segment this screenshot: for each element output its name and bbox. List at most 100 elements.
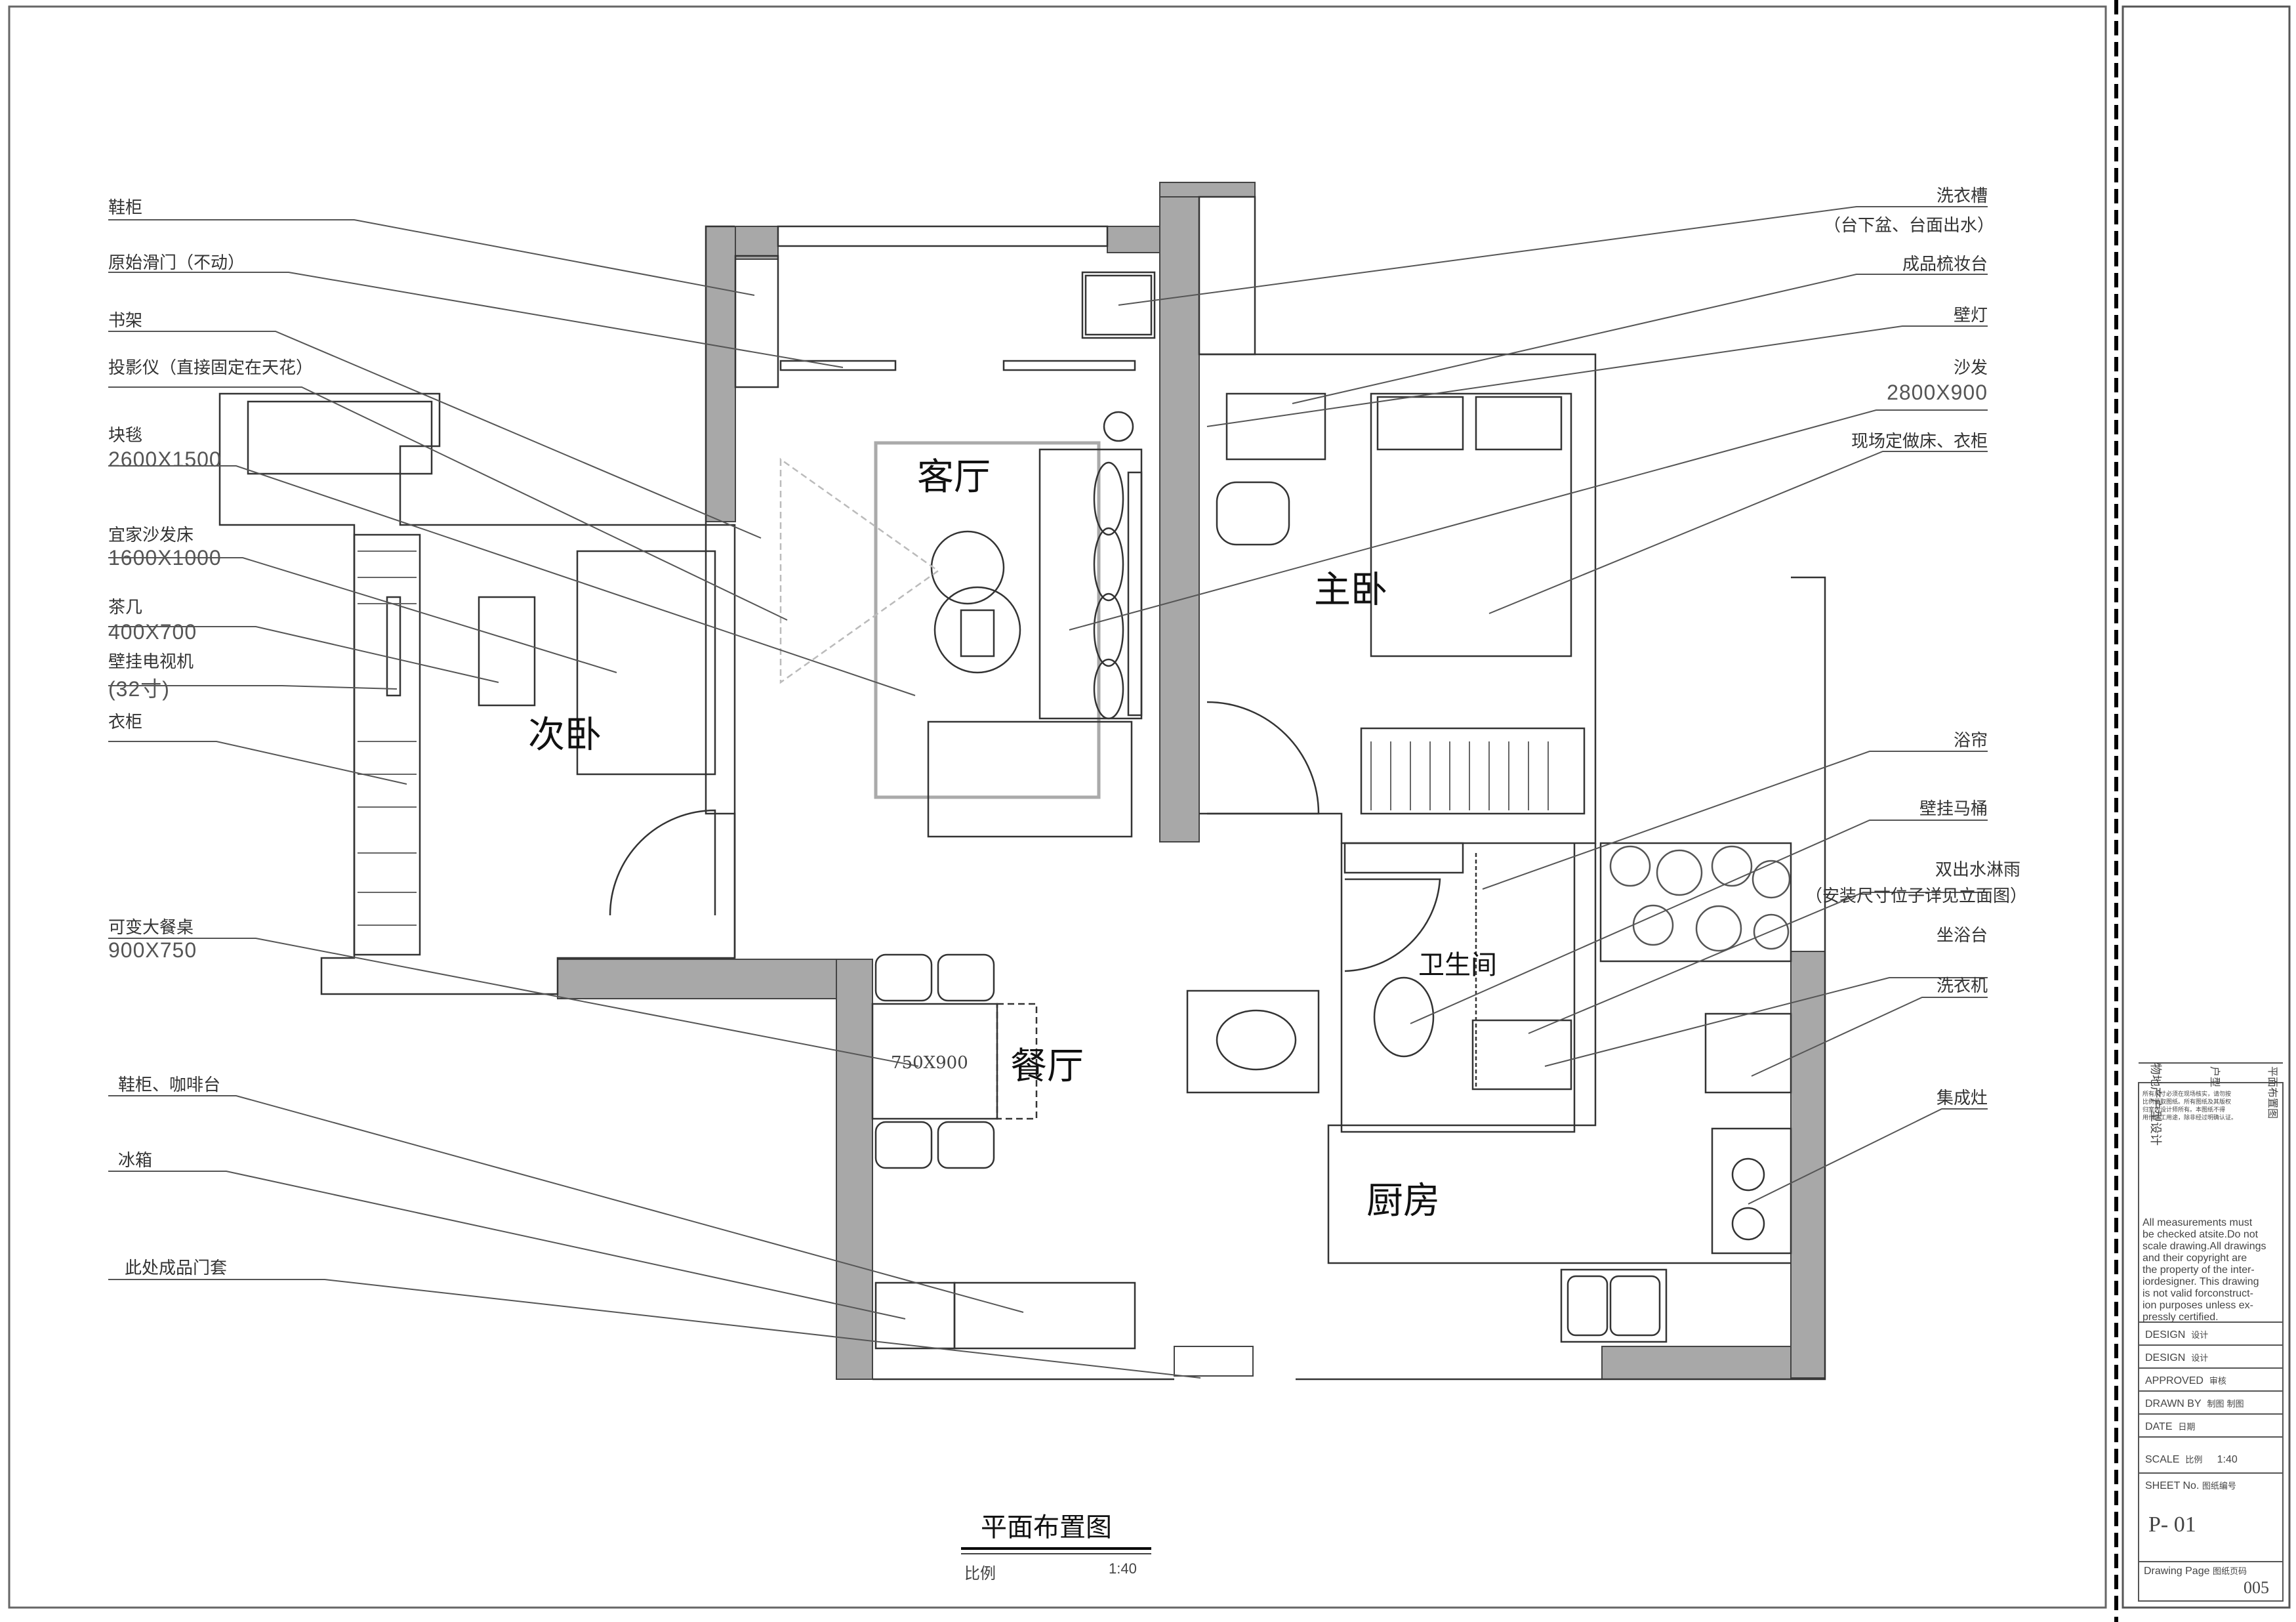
sliding-door — [779, 360, 897, 371]
callout-coffee-counter: 鞋柜、咖啡台 — [118, 1075, 221, 1095]
tb-row-value: 设计 — [2191, 1331, 2209, 1341]
room-label-dining: 餐厅 — [1010, 1045, 1084, 1088]
tb-note-en-5: iordesigner. This drawing — [2142, 1276, 2259, 1287]
room-label-bath: 卫生间 — [1418, 950, 1497, 980]
door-master — [1206, 701, 1320, 815]
outline-living — [705, 225, 736, 958]
basin-bowl — [1216, 1009, 1297, 1071]
tb-page-no: 005 — [2244, 1578, 2269, 1597]
coffee-table-box — [960, 609, 995, 657]
kitchen-sink-bowl-2 — [1609, 1275, 1661, 1337]
tb-row-label: DATE — [2145, 1421, 2173, 1432]
projector-beam — [779, 457, 940, 684]
tb-note-en-3: and their copyright are — [2142, 1253, 2247, 1264]
tb-drawing-page-label: Drawing Page — [2144, 1566, 2210, 1577]
drawing-frame — [8, 5, 2107, 1609]
dining-chairs — [874, 953, 995, 1169]
wardrobe-hangers — [358, 551, 417, 926]
pillow-2 — [1475, 396, 1563, 451]
wall-living-right — [1159, 182, 1200, 842]
scale-value: 1:40 — [1109, 1560, 1137, 1577]
kitchen-sink-bowl — [1567, 1275, 1609, 1337]
tb-note-en-1: be checked atsite.Do not — [2142, 1229, 2259, 1240]
callout-sliding-door: 原始滑门（不动） — [108, 253, 245, 273]
ottoman — [927, 720, 1133, 838]
shower-area — [1471, 1019, 1572, 1091]
drawing-title: 平面布置图 — [981, 1512, 1112, 1543]
leader-lines-right — [1069, 206, 1988, 1205]
tb-note-cn-2: 归室内设计师所有。本图纸不得 — [2142, 1107, 2226, 1113]
bay-second-bedroom — [247, 400, 433, 475]
kitchen-sink — [1560, 1268, 1668, 1343]
wall-dining-top — [557, 959, 873, 999]
balcony-box — [1198, 196, 1256, 356]
wall-entry-bottom — [1174, 1346, 1254, 1377]
tb-row-label: DRAWN BY — [2145, 1398, 2202, 1409]
callout-shower-curtain: 浴帘 — [1953, 731, 1988, 751]
wall-kitchen-right — [1790, 951, 1826, 1379]
tb-row-label: DESIGN — [2145, 1352, 2186, 1363]
tb-row-value: 日期 — [2178, 1423, 2196, 1432]
callout-sofa: 沙发 — [1953, 358, 1988, 378]
callout-tv: 壁挂电视机 — [108, 652, 194, 672]
balcony-living — [777, 225, 1109, 247]
shoe-cabinet — [734, 255, 779, 388]
tb-row-design-2: DESIGN 设计 — [2145, 1351, 2208, 1364]
callout-laundry-sink-sub: （台下盆、台面出水） — [1823, 216, 1994, 236]
planter-area — [1599, 842, 1792, 963]
callout-bidet: 坐浴台 — [1936, 926, 1988, 946]
callout-toilet: 壁挂马桶 — [1919, 799, 1988, 819]
tb-row-extra: 1:40 — [2217, 1454, 2238, 1465]
callout-dining-table-dim: 900X750 — [108, 938, 197, 962]
dining-table-size: 750X900 — [891, 1053, 968, 1073]
bath-counter — [1343, 842, 1464, 874]
callout-vanity: 成品梳妆台 — [1902, 255, 1988, 274]
tb-sheet-no: P- 01 — [2148, 1512, 2196, 1537]
door-second-bedroom — [609, 809, 716, 916]
tb-note-cn-1: 比例量取图纸。所有图纸及其版权 — [2142, 1099, 2232, 1106]
tb-note-cn-3: 用作施工用途，除非经过明确认证。 — [2142, 1115, 2238, 1121]
room-label-second: 次卧 — [528, 714, 602, 757]
tb-row-drawn: DRAWN BY 制图 制图 — [2145, 1397, 2244, 1410]
tb-note-en-4: the property of the inter- — [2142, 1264, 2255, 1276]
title-block-frame — [2122, 5, 2291, 1609]
callout-washer: 洗衣机 — [1936, 976, 1988, 996]
vanity — [1225, 392, 1326, 461]
sofa-back — [1127, 471, 1143, 717]
leader-lines-left — [108, 219, 1201, 1379]
laundry-sink — [1081, 271, 1156, 339]
stove — [1711, 1127, 1792, 1255]
tb-row-value: 审核 — [2209, 1377, 2226, 1386]
basin — [1186, 989, 1320, 1094]
outline-kitchen-right — [1296, 576, 1826, 1381]
tb-note-en-8: pressly certified. — [2142, 1312, 2219, 1323]
callout-projector: 投影仪（直接固定在天花） — [108, 358, 314, 378]
washing-machine — [1704, 1012, 1792, 1094]
callout-dining-table: 可变大餐桌 — [108, 918, 194, 938]
tb-row-value: 设计 — [2191, 1354, 2209, 1363]
tb-sheet-no-label-text: SHEET No. — [2145, 1480, 2200, 1491]
tb-row-value: 比例 — [2185, 1455, 2203, 1465]
coffee-table-1 — [930, 530, 1005, 605]
callout-bookshelf: 书架 — [108, 311, 143, 331]
wall-light — [1103, 411, 1134, 442]
small-table — [478, 596, 536, 707]
outline-bath — [1340, 843, 1576, 1133]
burner-1 — [1731, 1157, 1765, 1192]
sliding-door-2 — [1002, 360, 1136, 371]
callout-door-frame: 此处成品门套 — [125, 1258, 228, 1278]
outline-second-bedroom — [218, 392, 736, 995]
master-wardrobe-hangers — [1370, 741, 1549, 810]
tb-row-label: APPROVED — [2145, 1375, 2204, 1386]
tb-sheet-no-label: SHEET No. 图纸编号 — [2145, 1479, 2236, 1492]
door-bath — [1344, 878, 1441, 972]
tb-row-value: 制图 制图 — [2207, 1400, 2244, 1409]
tb-row-date: DATE 日期 — [2145, 1420, 2195, 1433]
callout-rug: 块毯 — [108, 426, 143, 446]
callout-sofa-dim: 2800X900 — [1887, 381, 1988, 404]
outline-kitchen — [1327, 843, 1791, 1264]
tb-row-scale: SCALE 比例 1:40 — [2145, 1453, 2238, 1466]
callout-rug-dim: 2600X1500 — [108, 447, 222, 471]
callout-tea-table: 茶几 — [108, 598, 143, 617]
